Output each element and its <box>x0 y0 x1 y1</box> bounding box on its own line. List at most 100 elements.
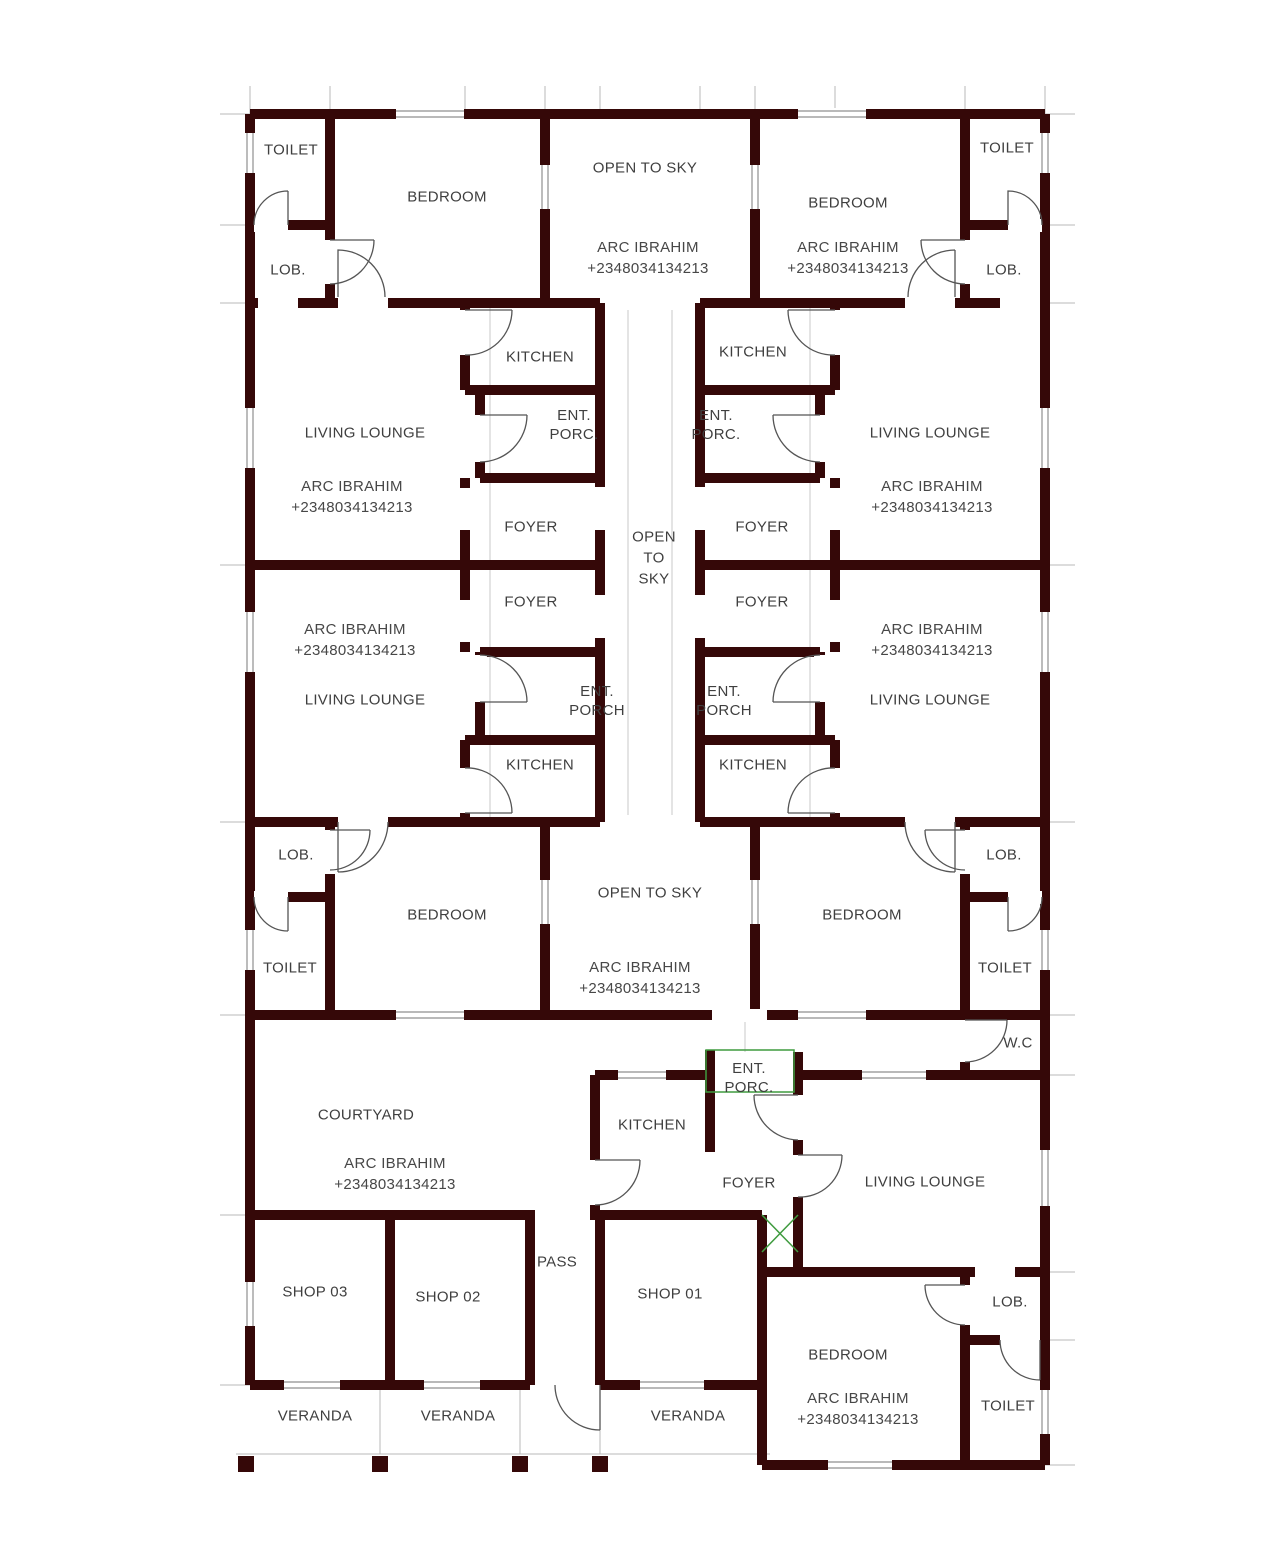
wall-segments <box>245 109 1050 1470</box>
watermark-lounge-lower-left: ARC IBRAHIM +2348034134213 <box>294 619 415 661</box>
label-veranda-middle: VERANDA <box>420 1407 496 1425</box>
veranda-lines <box>236 1385 770 1455</box>
label-ent-porc-bottom: ENT. PORC. <box>724 1059 773 1097</box>
label-ent: ENT. <box>707 683 741 700</box>
label-foyer-lower-left: FOYER <box>504 593 558 611</box>
label-lobby-mid-right: LOB. <box>986 846 1022 864</box>
label-open-to-sky-top: OPEN TO SKY <box>592 159 698 177</box>
label-living-lounge-upper-left: LIVING LOUNGE <box>304 424 426 442</box>
label-living-lounge-lower-left: LIVING LOUNGE <box>304 691 426 709</box>
label-porch: PORCH <box>696 702 752 719</box>
watermark-name: ARC IBRAHIM <box>589 959 691 976</box>
label-open-to-sky-middle: OPEN TO SKY <box>632 527 676 590</box>
label-shop-02: SHOP 02 <box>415 1288 481 1306</box>
entrance-porch-outline <box>705 1049 795 1093</box>
label-kitchen-upper-right: KITCHEN <box>719 343 787 361</box>
watermark-phone: +2348034134213 <box>334 1176 456 1193</box>
label-kitchen-bottom: KITCHEN <box>618 1116 686 1134</box>
watermark-phone: +2348034134213 <box>787 260 909 277</box>
label-toilet-mid-left: TOILET <box>262 959 318 977</box>
grid-ticks-right <box>1043 113 1075 1466</box>
green-accents-layer <box>705 1049 799 1253</box>
label-kitchen-lower-right: KITCHEN <box>719 756 787 774</box>
label-toilet-top-right: TOILET <box>979 139 1035 157</box>
label-bedroom-mid-right: BEDROOM <box>822 906 902 924</box>
window-gaps <box>244 108 1051 1471</box>
label-bedroom-top-left: BEDROOM <box>407 188 487 206</box>
watermark-name: ARC IBRAHIM <box>344 1155 446 1172</box>
label-ent: ENT. <box>557 407 591 424</box>
label-ent-porc-upper-left: ENT. PORC. <box>549 406 598 444</box>
label-lobby-top-right: LOB. <box>986 261 1022 279</box>
label-sky: SKY <box>638 570 670 588</box>
label-foyer-upper-left: FOYER <box>504 518 558 536</box>
label-toilet-bottom: TOILET <box>980 1397 1036 1415</box>
label-living-lounge-bottom: LIVING LOUNGE <box>864 1173 986 1191</box>
watermark-name: ARC IBRAHIM <box>881 478 983 495</box>
label-courtyard: COURTYARD <box>317 1106 415 1124</box>
watermark-open-sky-bottom: ARC IBRAHIM +2348034134213 <box>579 957 700 999</box>
label-bedroom-bottom: BEDROOM <box>808 1346 888 1364</box>
label-bedroom-mid-left: BEDROOM <box>407 906 487 924</box>
walls-layer <box>245 109 1050 1470</box>
label-bedroom-top-right: BEDROOM <box>808 194 888 212</box>
label-pass: PASS <box>536 1253 578 1271</box>
label-wc: W.C <box>1003 1034 1033 1052</box>
watermark-phone: +2348034134213 <box>291 499 413 516</box>
watermark-name: ARC IBRAHIM <box>597 239 699 256</box>
label-shop-03: SHOP 03 <box>282 1283 348 1301</box>
label-open-to-sky-bottom: OPEN TO SKY <box>597 884 703 902</box>
label-ent: ENT. <box>580 683 614 700</box>
label-ent: ENT. <box>699 407 733 424</box>
label-lobby-mid-left: LOB. <box>278 846 314 864</box>
label-porc: PORC. <box>691 426 741 443</box>
watermark-phone: +2348034134213 <box>871 499 993 516</box>
window-panes <box>246 110 1049 1469</box>
label-kitchen-lower-left: KITCHEN <box>506 756 574 774</box>
watermark-name: ARC IBRAHIM <box>797 239 899 256</box>
label-porc: PORC. <box>724 1079 774 1096</box>
watermark-lounge-upper-left: ARC IBRAHIM +2348034134213 <box>291 476 412 518</box>
label-living-lounge-lower-right: LIVING LOUNGE <box>869 691 991 709</box>
grid-lines-layer <box>220 86 1075 1466</box>
watermark-bedroom-bottom: ARC IBRAHIM +2348034134213 <box>797 1388 918 1430</box>
label-open: OPEN <box>632 528 676 546</box>
watermark-name: ARC IBRAHIM <box>807 1390 909 1407</box>
label-ent: ENT. <box>732 1060 766 1077</box>
watermark-bedroom-top-right: ARC IBRAHIM +2348034134213 <box>787 237 908 279</box>
watermark-lounge-upper-right: ARC IBRAHIM +2348034134213 <box>871 476 992 518</box>
veranda-columns-layer <box>238 1456 608 1472</box>
watermark-phone: +2348034134213 <box>797 1411 919 1428</box>
label-veranda-right: VERANDA <box>650 1407 726 1425</box>
label-lobby-bottom: LOB. <box>992 1293 1028 1311</box>
door-openings-layer <box>254 219 1042 1347</box>
grid-ticks-left <box>220 113 252 1386</box>
watermark-phone: +2348034134213 <box>579 980 701 997</box>
label-living-lounge-upper-right: LIVING LOUNGE <box>869 424 991 442</box>
label-foyer-upper-right: FOYER <box>735 518 789 536</box>
watermark-phone: +2348034134213 <box>587 260 709 277</box>
watermark-courtyard: ARC IBRAHIM +2348034134213 <box>334 1153 455 1195</box>
label-toilet-mid-right: TOILET <box>977 959 1033 977</box>
label-foyer-bottom: FOYER <box>722 1174 776 1192</box>
watermark-name: ARC IBRAHIM <box>301 478 403 495</box>
label-porch: PORCH <box>569 702 625 719</box>
watermark-phone: +2348034134213 <box>294 642 416 659</box>
label-ent-porc-upper-right: ENT. PORC. <box>691 406 740 444</box>
label-ent-porch-lower-left: ENT. PORCH <box>569 682 625 720</box>
label-to: TO <box>643 549 665 567</box>
label-shop-01: SHOP 01 <box>637 1285 703 1303</box>
label-kitchen-upper-left: KITCHEN <box>506 348 574 366</box>
grid-ticks-top <box>249 86 1046 114</box>
label-ent-porch-lower-right: ENT. PORCH <box>696 682 752 720</box>
door-swings-layer <box>253 190 1043 1431</box>
watermark-name: ARC IBRAHIM <box>881 621 983 638</box>
label-toilet-top-left: TOILET <box>263 141 319 159</box>
label-lobby-top-left: LOB. <box>270 261 306 279</box>
label-porc: PORC. <box>549 426 599 443</box>
watermark-lounge-lower-right: ARC IBRAHIM +2348034134213 <box>871 619 992 661</box>
windows-layer <box>244 108 1051 1471</box>
watermark-phone: +2348034134213 <box>871 642 993 659</box>
